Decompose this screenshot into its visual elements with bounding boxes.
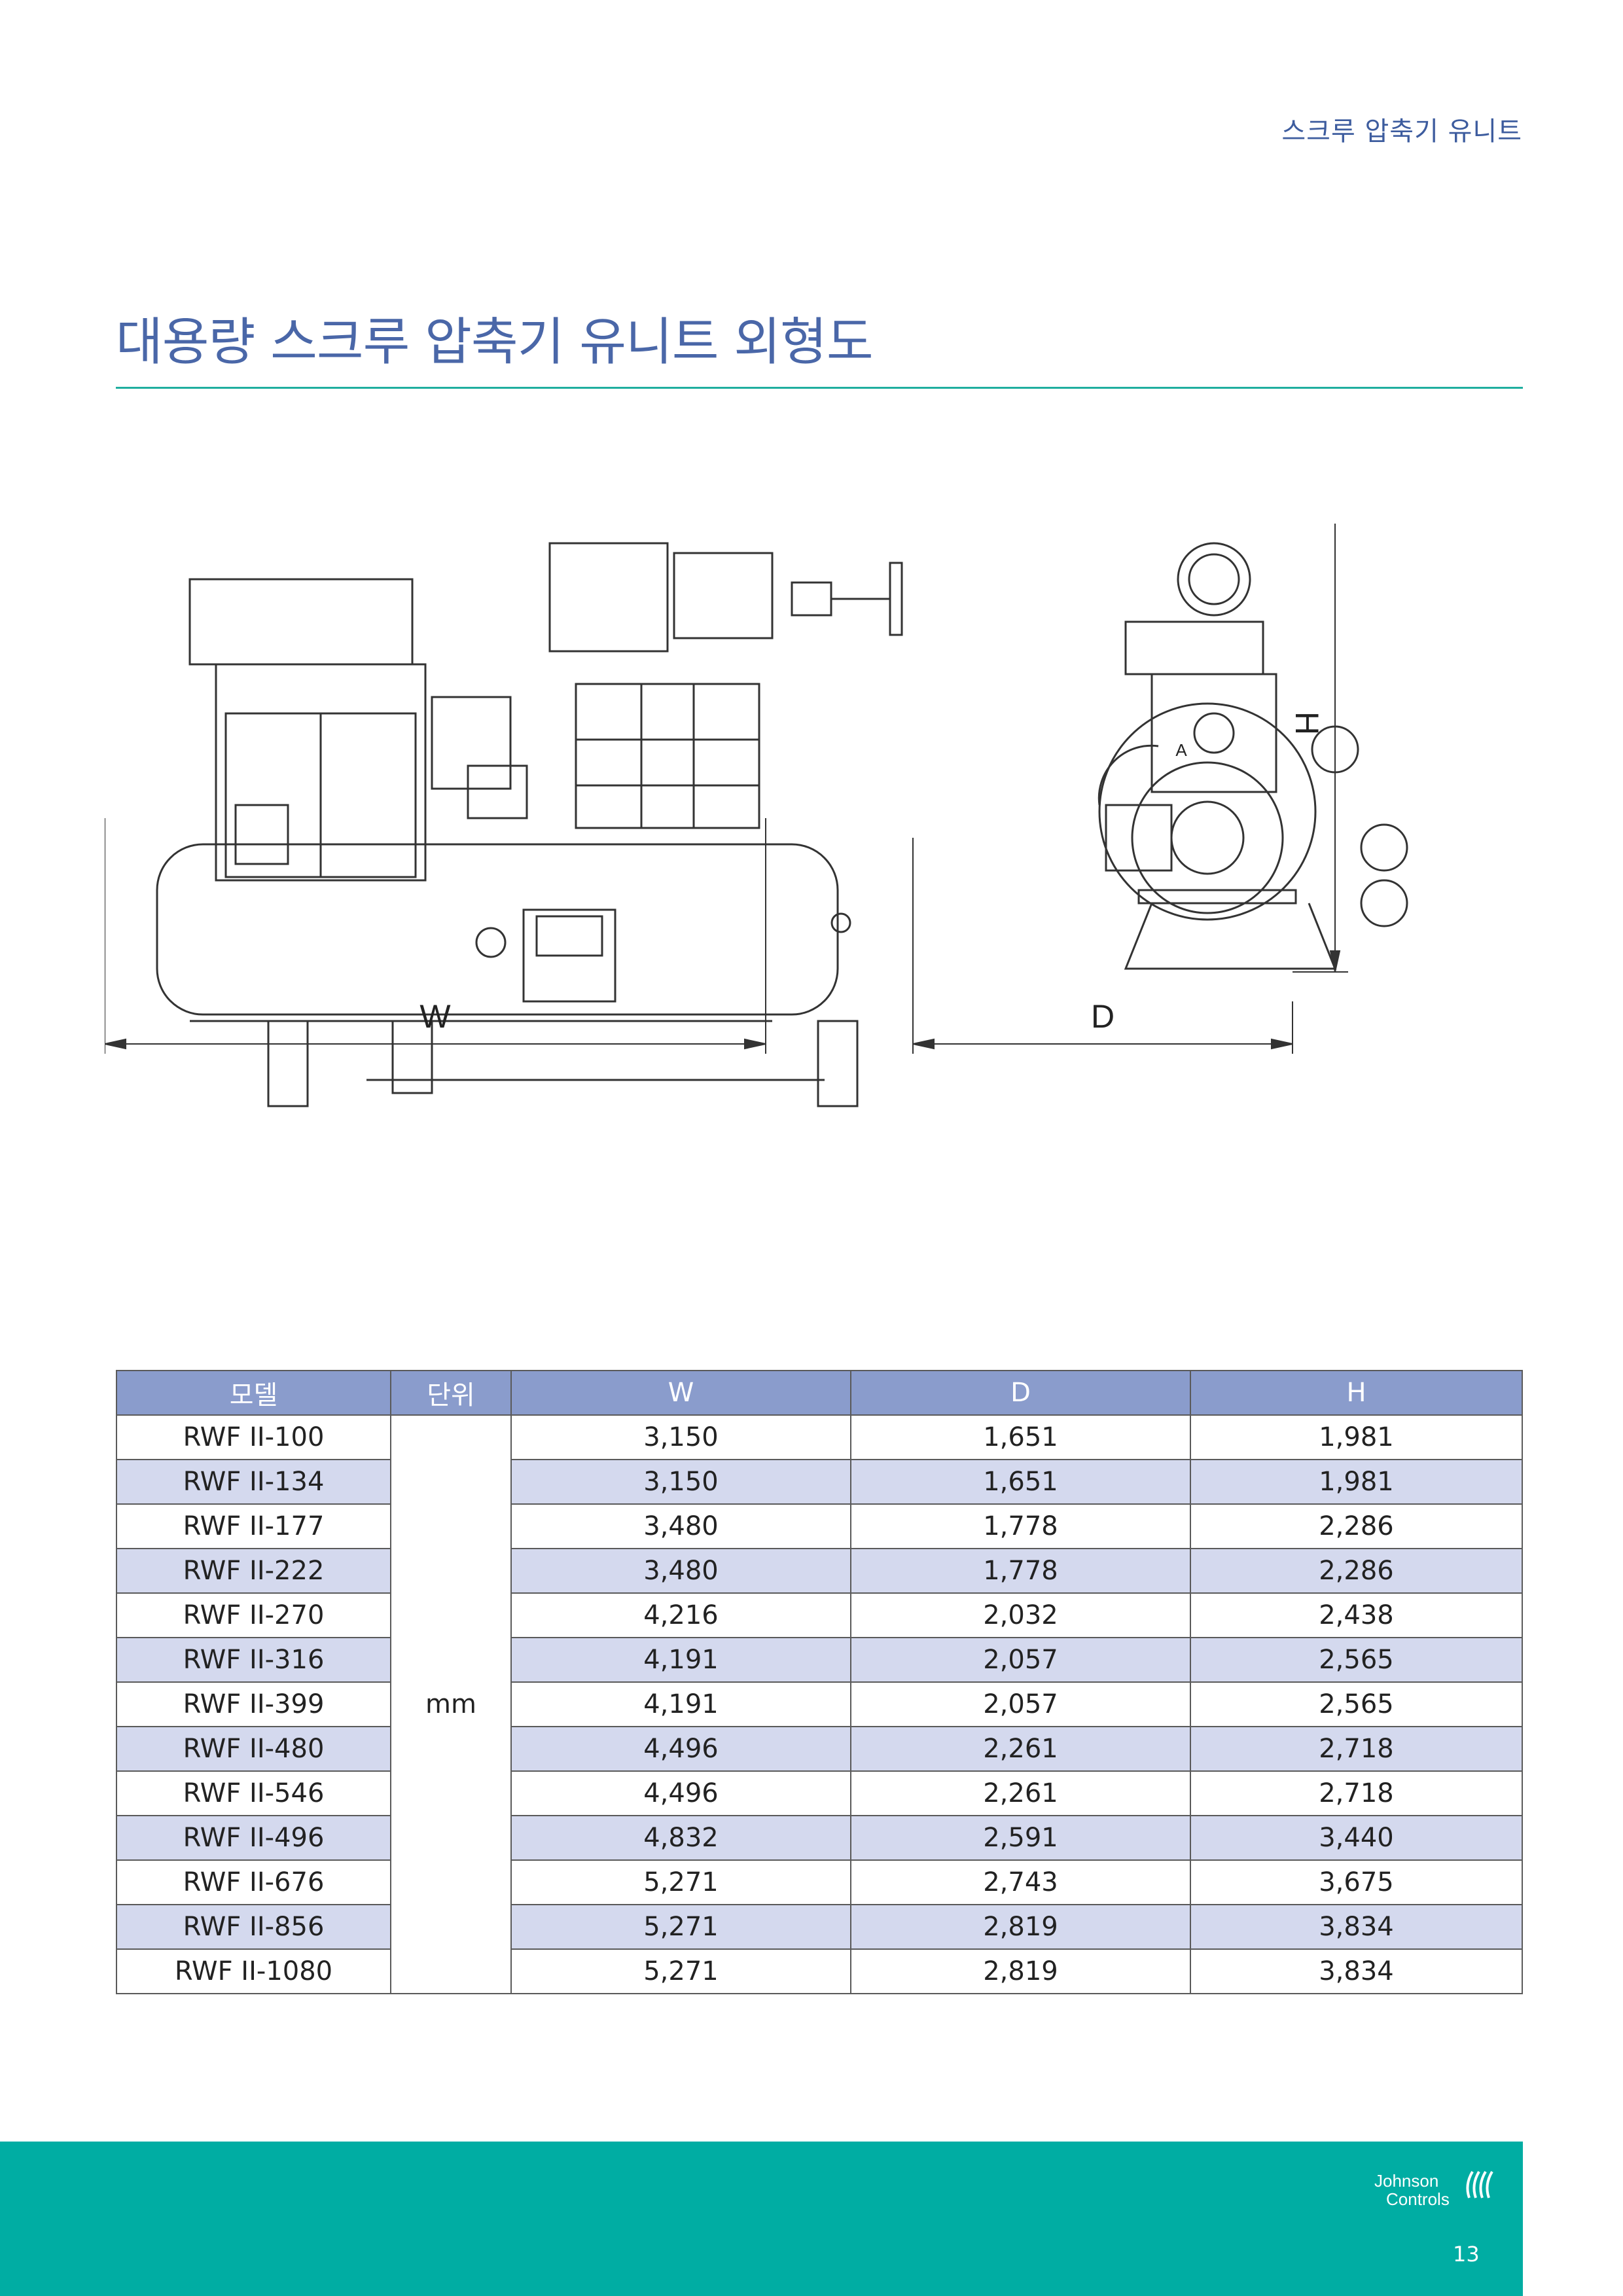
h-cell: 2,286 xyxy=(1190,1548,1523,1594)
brand-line-1: Johnson xyxy=(1374,2171,1439,2191)
model-cell: RWF II-676 xyxy=(116,1859,391,1905)
column-header-w: W xyxy=(510,1370,851,1416)
table-header-row: 모델 단위 W D H xyxy=(116,1370,1523,1416)
h-cell: 3,834 xyxy=(1190,1948,1523,1994)
table-row: RWF II-270 4,216 2,032 2,438 xyxy=(116,1592,1523,1638)
w-cell: 4,191 xyxy=(510,1637,851,1683)
brand-mark-icon xyxy=(1466,2170,1493,2198)
d-cell: 1,778 xyxy=(850,1503,1191,1549)
page-title: 대용량 스크루 압축기 유니트 외형도 xyxy=(116,313,874,372)
h-cell: 2,286 xyxy=(1190,1503,1523,1549)
d-cell: 2,819 xyxy=(850,1948,1191,1994)
table-row: RWF II-316 4,191 2,057 2,565 xyxy=(116,1637,1523,1683)
h-cell: 2,718 xyxy=(1190,1726,1523,1772)
w-cell: 5,271 xyxy=(510,1859,851,1905)
column-header-h: H xyxy=(1190,1370,1523,1416)
model-cell: RWF II-100 xyxy=(116,1414,391,1460)
unit-outline-drawing: W D H A xyxy=(105,524,1408,1107)
column-header-model: 모델 xyxy=(116,1370,391,1416)
column-header-d: D xyxy=(850,1370,1191,1416)
h-cell: 3,675 xyxy=(1190,1859,1523,1905)
d-cell: 2,032 xyxy=(850,1592,1191,1638)
model-cell: RWF II-316 xyxy=(116,1637,391,1683)
brand-logo: Johnson Controls xyxy=(1374,2172,1450,2208)
w-cell: 5,271 xyxy=(510,1904,851,1950)
w-cell: 3,150 xyxy=(510,1414,851,1460)
page-number: 13 xyxy=(1453,2242,1480,2267)
table-row: RWF II-496 4,832 2,591 3,440 xyxy=(116,1815,1523,1861)
w-cell: 5,271 xyxy=(510,1948,851,1994)
d-cell: 2,261 xyxy=(850,1770,1191,1816)
h-cell: 3,834 xyxy=(1190,1904,1523,1950)
d-cell: 1,651 xyxy=(850,1414,1191,1460)
front-view xyxy=(1097,542,1408,970)
d-cell: 2,743 xyxy=(850,1859,1191,1905)
table-row: RWF II-856 5,271 2,819 3,834 xyxy=(116,1904,1523,1950)
table-row: RWF II-480 4,496 2,261 2,718 xyxy=(116,1726,1523,1772)
d-cell: 2,261 xyxy=(850,1726,1191,1772)
d-cell: 2,057 xyxy=(850,1637,1191,1683)
w-cell: 3,480 xyxy=(510,1503,851,1549)
dimension-table: 모델 단위 W D H RWF II-100 mm 3,150 1,651 1,… xyxy=(116,1370,1523,1994)
table-row: RWF II-222 3,480 1,778 2,286 xyxy=(116,1548,1523,1594)
table-row: RWF II-676 5,271 2,743 3,675 xyxy=(116,1859,1523,1905)
model-cell: RWF II-222 xyxy=(116,1548,391,1594)
h-cell: 2,718 xyxy=(1190,1770,1523,1816)
h-cell: 1,981 xyxy=(1190,1414,1523,1460)
height-dimension-label: H xyxy=(1289,711,1325,735)
table-row: RWF II-546 4,496 2,261 2,718 xyxy=(116,1770,1523,1816)
w-cell: 4,191 xyxy=(510,1681,851,1727)
h-cell: 3,440 xyxy=(1190,1815,1523,1861)
model-cell: RWF II-480 xyxy=(116,1726,391,1772)
model-cell: RWF II-399 xyxy=(116,1681,391,1727)
w-cell: 4,496 xyxy=(510,1770,851,1816)
model-cell: RWF II-496 xyxy=(116,1815,391,1861)
w-cell: 3,150 xyxy=(510,1459,851,1505)
model-cell: RWF II-856 xyxy=(116,1904,391,1950)
d-cell: 2,819 xyxy=(850,1904,1191,1950)
footer-band xyxy=(0,2142,1523,2296)
table-row: RWF II-100 mm 3,150 1,651 1,981 xyxy=(116,1414,1523,1994)
model-cell: RWF II-134 xyxy=(116,1459,391,1505)
section-label: 스크루 압축기 유니트 xyxy=(1281,117,1522,147)
h-cell: 2,565 xyxy=(1190,1681,1523,1727)
brand-line-2: Controls xyxy=(1386,2189,1450,2209)
h-cell: 2,565 xyxy=(1190,1637,1523,1683)
w-cell: 4,216 xyxy=(510,1592,851,1638)
w-cell: 4,832 xyxy=(510,1815,851,1861)
side-view xyxy=(156,542,903,1107)
d-cell: 2,591 xyxy=(850,1815,1191,1861)
table-row: RWF II-399 4,191 2,057 2,565 xyxy=(116,1681,1523,1727)
d-cell: 1,778 xyxy=(850,1548,1191,1594)
title-divider xyxy=(116,387,1523,389)
table-row: RWF II-1080 5,271 2,819 3,834 xyxy=(116,1948,1523,1994)
width-dimension-label: W xyxy=(419,998,451,1035)
w-cell: 3,480 xyxy=(510,1548,851,1594)
table-row: RWF II-134 3,150 1,651 1,981 xyxy=(116,1459,1523,1505)
view-marker-label: A xyxy=(1175,740,1187,760)
d-cell: 2,057 xyxy=(850,1681,1191,1727)
model-cell: RWF II-546 xyxy=(116,1770,391,1816)
table-row: RWF II-177 3,480 1,778 2,286 xyxy=(116,1503,1523,1549)
h-cell: 1,981 xyxy=(1190,1459,1523,1505)
depth-dimension-label: D xyxy=(1091,998,1115,1035)
w-cell: 4,496 xyxy=(510,1726,851,1772)
d-cell: 1,651 xyxy=(850,1459,1191,1505)
unit-cell: mm xyxy=(390,1414,512,1994)
model-cell: RWF II-177 xyxy=(116,1503,391,1549)
column-header-unit: 단위 xyxy=(390,1370,512,1416)
model-cell: RWF II-1080 xyxy=(116,1948,391,1994)
model-cell: RWF II-270 xyxy=(116,1592,391,1638)
h-cell: 2,438 xyxy=(1190,1592,1523,1638)
dimension-lines xyxy=(105,524,1348,1054)
